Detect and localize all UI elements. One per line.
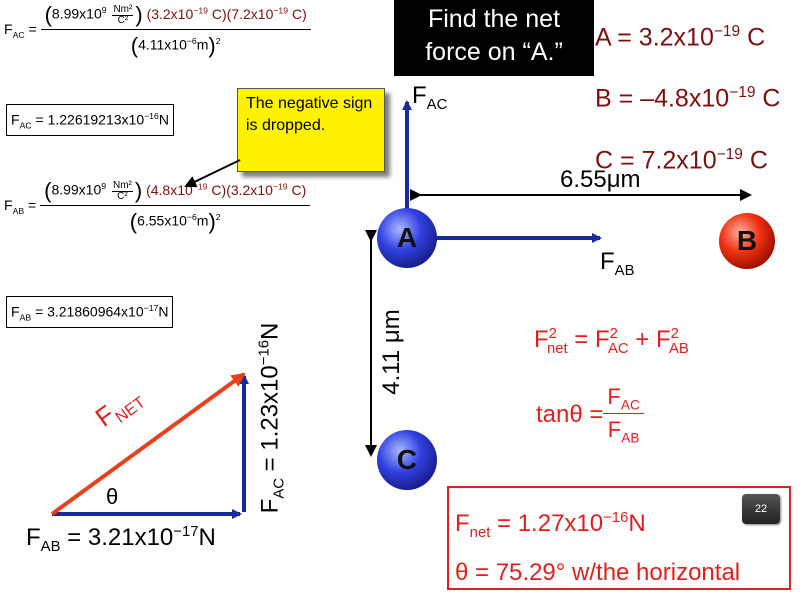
tangent-formula: tanθ = FAC FAB [536,384,644,446]
charge-values: A = 3.2x10−19 C B = –4.8x10−19 C C = 7.2… [595,4,780,188]
negative-sign-callout: The negative sign is dropped. [237,88,385,172]
charge-c-sphere [377,430,437,490]
fab-equation-lhs: FAB = [4,197,37,216]
fac-vector-label: FAC [412,82,448,113]
answer-theta: θ = 75.29° w/the horizontal [455,558,741,586]
triangle-fnet-side [50,372,246,516]
charge-b-label: B [736,225,758,256]
page-number-badge[interactable]: 22 [742,494,780,524]
title-line-1: Find the net [427,5,561,33]
title-banner: Find the net force on “A.” [394,0,594,76]
callout-text: The negative sign is dropped. [246,95,373,134]
charge-a-sphere [377,208,437,268]
triangle-theta-label: θ [106,484,119,509]
charge-c-value: C = 7.2x10−19 C [595,145,768,174]
distance-ac-label: 4.11 μm [378,309,405,395]
charge-b-sphere [719,213,775,269]
callout-pointer-arrow [184,159,241,188]
charge-b-value: B = –4.8x10−19 C [595,84,781,113]
triangle-fab-value: FAB = 3.21x10−17N [26,524,216,555]
page-number: 22 [754,503,768,515]
charge-a-label: A [396,222,418,253]
charge-c-label: C [396,444,418,475]
fac-result-box: FAC = 1.22619213x10−16N [6,104,174,137]
distance-ab-label: 6.55μm [560,166,641,193]
title-line-2: force on “A.” [425,38,563,66]
fab-result-box: FAB = 3.21860964x10−17N [6,296,174,329]
fac-equation-lhs: FAC = [4,21,37,40]
triangle-fac-value: FAC = 1.23x10−16N [256,322,288,514]
answer-box: Fnet = 1.27x10−16N θ = 75.29° w/the hori… [447,486,791,590]
fab-vector-label: FAB [600,248,635,279]
answer-fnet: Fnet = 1.27x10−16N [455,510,646,541]
charge-a-value: A = 3.2x10−19 C [595,23,766,52]
pythagorean-formula: F2net = F2AC + F2AB [534,326,689,357]
